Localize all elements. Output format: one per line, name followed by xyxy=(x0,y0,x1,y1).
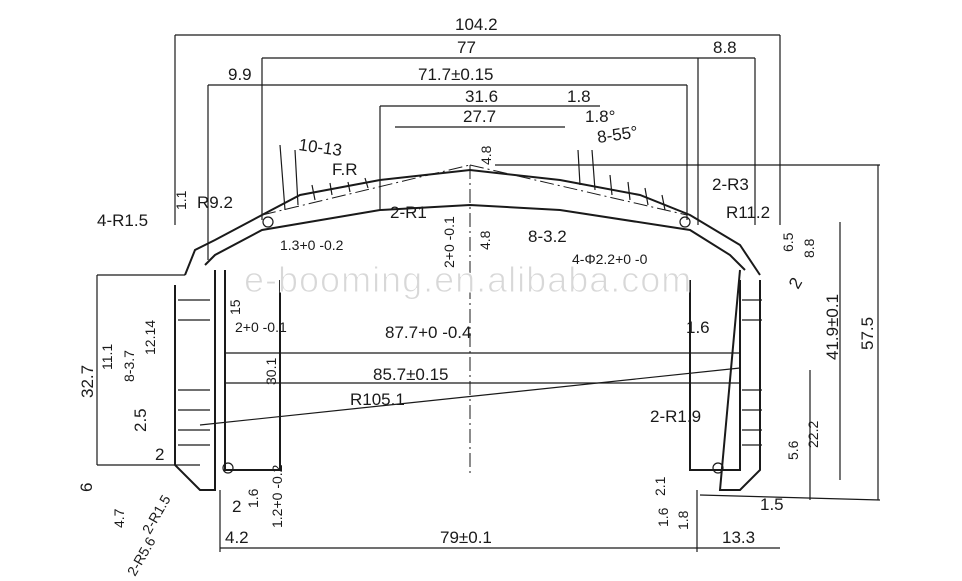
dim-h1-8: 1.8 xyxy=(675,510,691,530)
dim-2-r5-6: 2-R5.6 xyxy=(124,534,159,579)
dim-4-r1-5: 4-R1.5 xyxy=(97,211,148,230)
dim-top-span: 71.7±0.15 xyxy=(418,65,494,84)
dim-h1-6: 1.6 xyxy=(245,488,261,508)
dim-r105-1: R105.1 xyxy=(350,390,405,409)
dim-fins-8-3-7: 8-3.7 xyxy=(121,350,137,382)
dim-2-r1: 2-R1 xyxy=(390,203,427,222)
dim-h12-14: 12.14 xyxy=(142,320,158,355)
dim-2-r1-9: 2-R1.9 xyxy=(650,407,701,426)
dim-w1-6: 1.6 xyxy=(686,318,710,337)
dim-fr: F.R xyxy=(332,160,358,179)
dim-fin-inner: 27.7 xyxy=(463,107,496,126)
dim-h1-2: 1.2+0 -0.2 xyxy=(269,464,285,528)
dim-fin-angle: 1.8° xyxy=(585,107,615,126)
dim-r9-2: R9.2 xyxy=(197,193,233,212)
dim-d2: 2 xyxy=(785,274,806,292)
dim-h4-7: 4.7 xyxy=(111,508,127,528)
dim-h1-6b: 1.6 xyxy=(655,507,671,527)
dim-slots: 8-3.2 xyxy=(528,227,567,246)
dim-fin-angle-set: 8-55° xyxy=(596,122,639,146)
dim-h6: 6 xyxy=(77,483,96,492)
dim-w79: 79±0.1 xyxy=(440,528,492,547)
dim-r3: 2-R3 xyxy=(712,175,749,194)
dim-h8-8: 8.8 xyxy=(801,238,817,258)
dim-gap-2b: 2+0 -0.1 xyxy=(235,319,287,335)
dim-w4-2: 4.2 xyxy=(225,528,249,547)
dim-h22-2: 22.2 xyxy=(805,421,821,448)
dim-fin-thick: 1.8 xyxy=(567,87,591,106)
dim-h2-5: 2.5 xyxy=(131,408,150,432)
dim-h11-1: 11.1 xyxy=(99,344,115,370)
dimension-labels: 104.2 77 8.8 9.9 71.7±0.15 31.6 1.8 1.8°… xyxy=(77,15,877,579)
dim-h41-9: 41.9±0.1 xyxy=(823,294,842,360)
dim-fin-count-top: 10-13 xyxy=(297,135,343,160)
dim-gap-1-3: 1.3+0 -0.2 xyxy=(280,237,344,253)
dim-h1-1: 1.1 xyxy=(173,190,189,210)
dim-h15: 15 xyxy=(227,299,243,315)
dim-h30-1: 30.1 xyxy=(263,358,279,385)
dim-h6-5: 6.5 xyxy=(780,232,796,252)
watermark: e-booming.en.alibaba.com xyxy=(244,259,692,300)
dim-h5-6: 5.6 xyxy=(785,440,801,460)
dim-w85-7: 85.7±0.15 xyxy=(373,365,449,384)
dim-gap-2: 2+0 -0.1 xyxy=(441,216,457,268)
dim-overall-width: 104.2 xyxy=(455,15,498,34)
dim-h2-1: 2.1 xyxy=(652,476,668,496)
top-fins xyxy=(279,144,666,211)
dim-h32-7: 32.7 xyxy=(78,365,97,398)
dim-fin-span: 31.6 xyxy=(465,87,498,106)
dim-h57-5: 57.5 xyxy=(858,317,877,350)
dim-left-offset: 9.9 xyxy=(228,65,252,84)
dim-d2c: 2 xyxy=(232,497,241,516)
dim-w87-7: 87.7+0 -0.4 xyxy=(385,323,472,342)
heatsink-outline xyxy=(174,144,762,491)
dim-inner-width: 77 xyxy=(457,38,476,57)
dim-r11-2: R11.2 xyxy=(726,203,770,222)
dim-w13-3: 13.3 xyxy=(722,528,755,547)
dim-center-height: 4.8 xyxy=(478,145,494,165)
dim-holes: 4-Φ2.2+0 -0 xyxy=(572,251,648,267)
dim-h4-8: 4.8 xyxy=(477,230,493,250)
dim-w1-5: 1.5 xyxy=(760,495,784,514)
side-fins xyxy=(178,299,762,446)
dim-2-r1-5: 2-R1.5 xyxy=(139,492,174,537)
dim-d2b: 2 xyxy=(155,445,164,464)
dim-right-offset: 8.8 xyxy=(713,38,737,57)
